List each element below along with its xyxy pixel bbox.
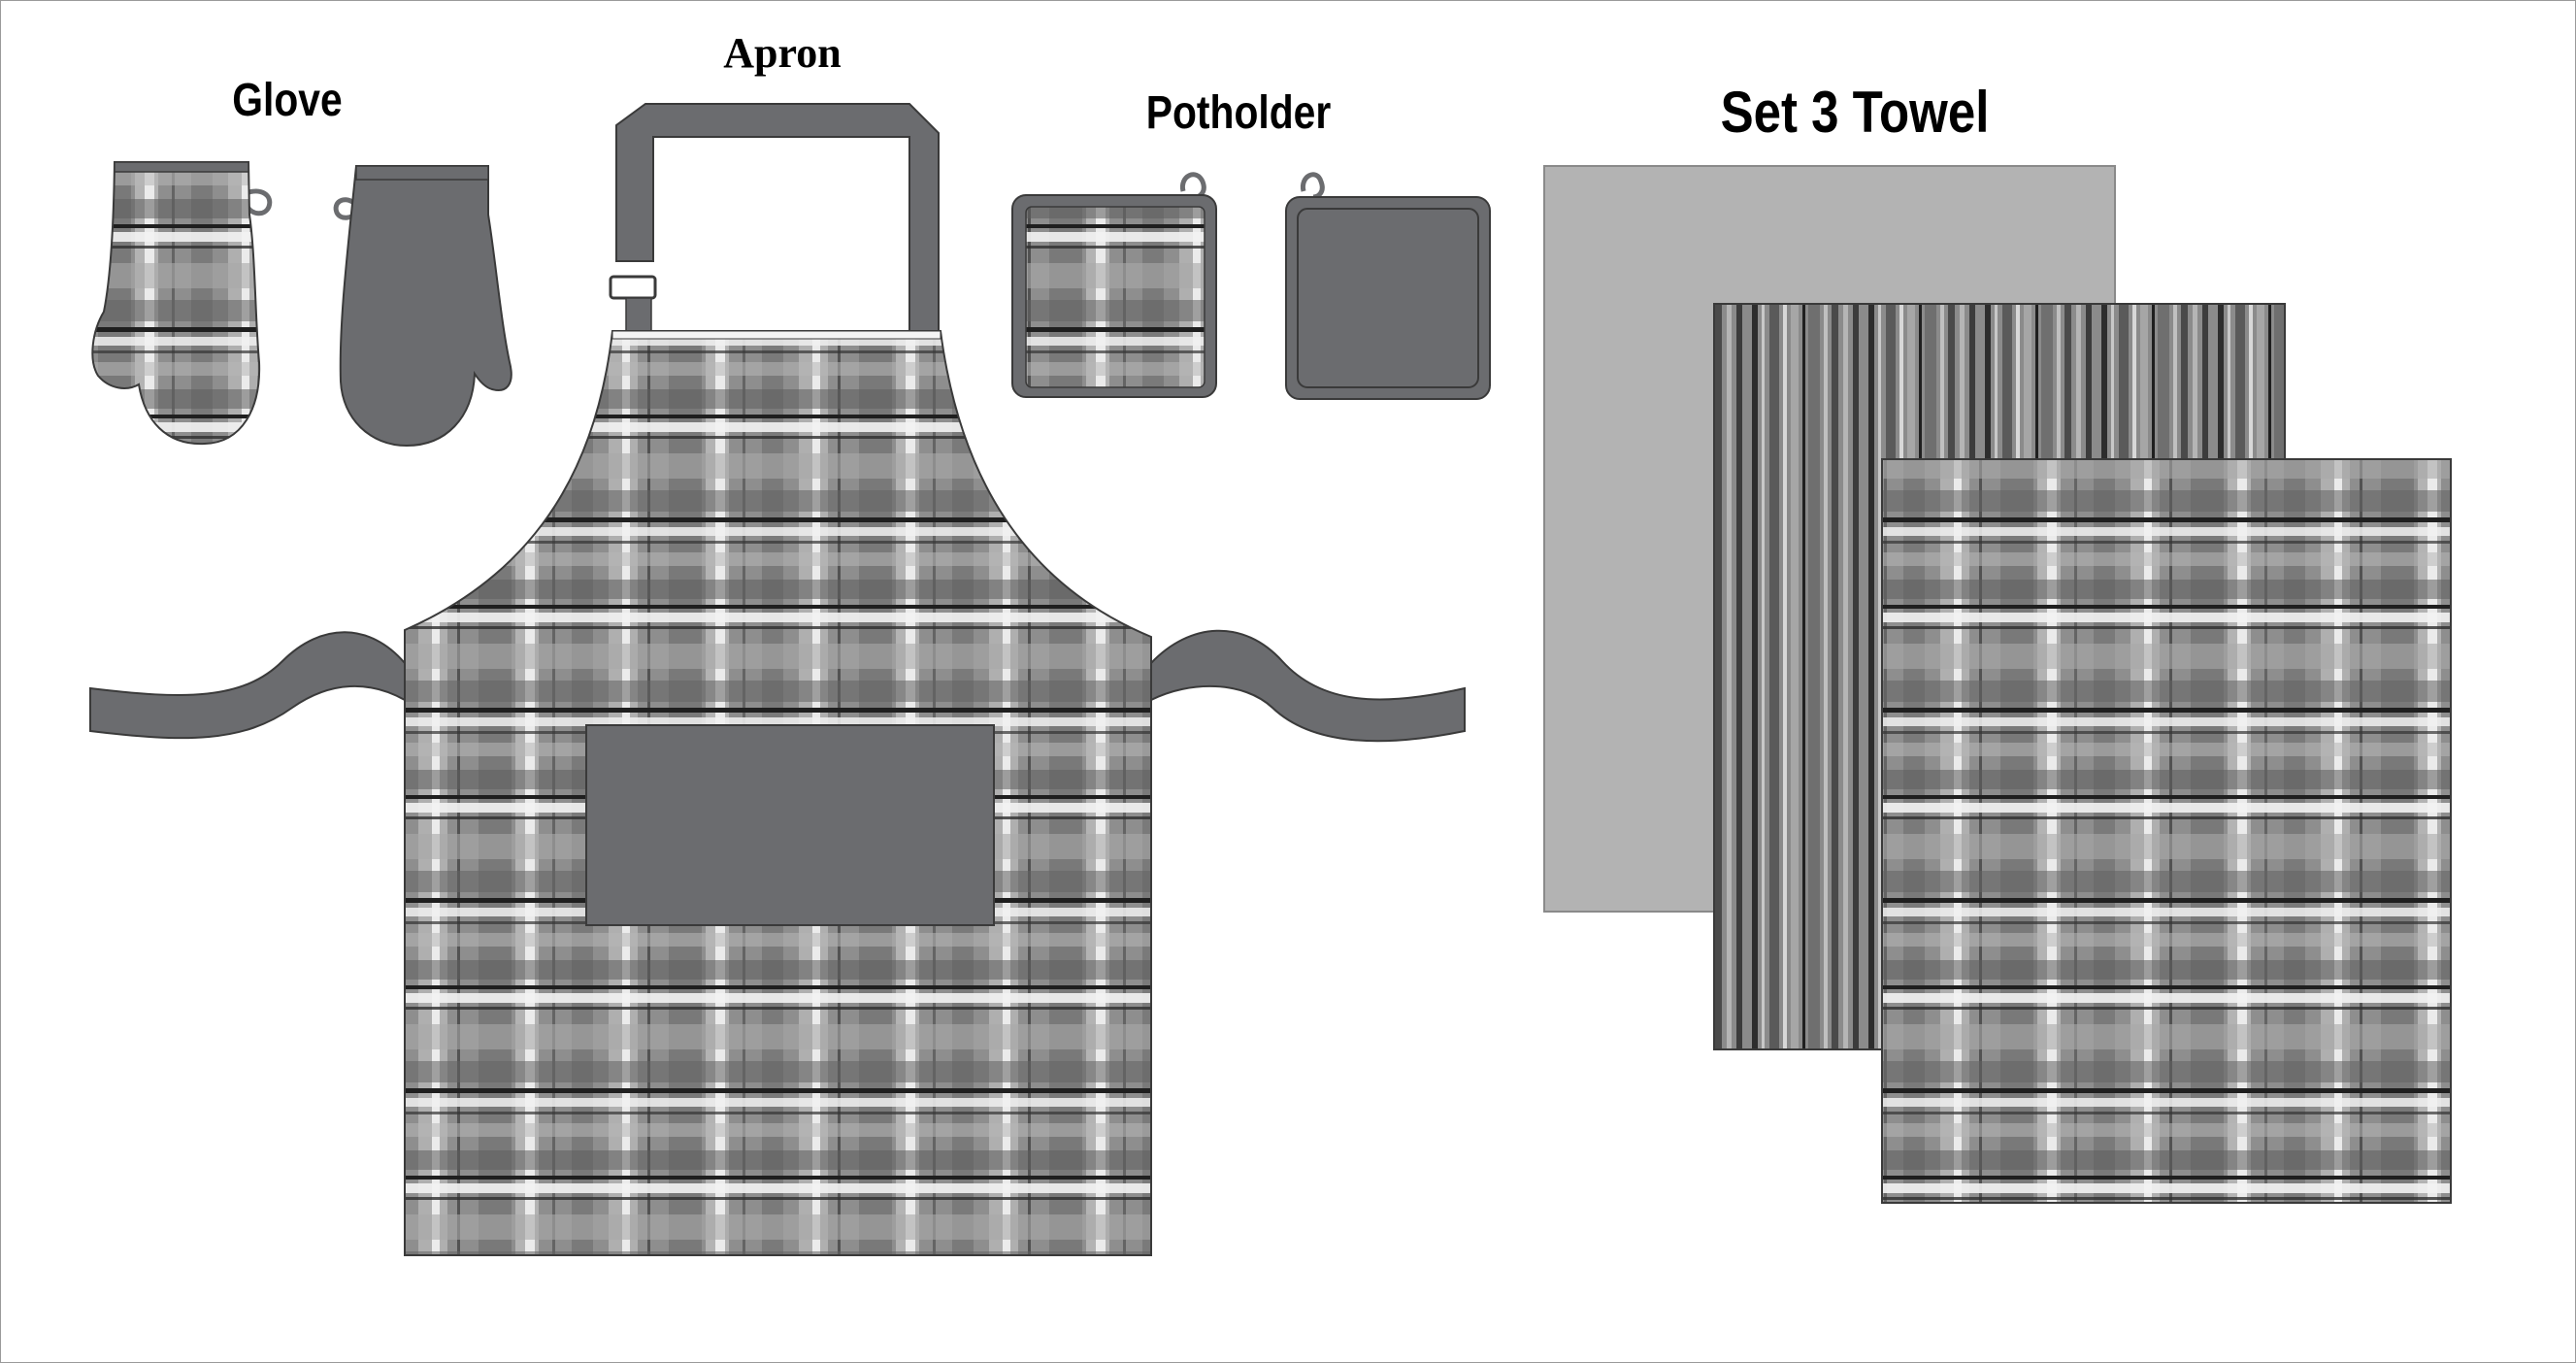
glove-plaid bbox=[91, 161, 273, 446]
apron-label: Apron bbox=[723, 29, 842, 77]
glove-label: Glove bbox=[232, 75, 343, 126]
potholder-label: Potholder bbox=[1145, 87, 1332, 139]
potholder-plaid bbox=[1011, 172, 1217, 398]
glove-solid bbox=[333, 165, 512, 448]
potholder-solid bbox=[1285, 172, 1491, 400]
apron-pocket bbox=[585, 724, 995, 926]
towel-plaid bbox=[1881, 458, 2452, 1204]
towel-set-label: Set 3 Towel bbox=[1720, 80, 1990, 145]
apron bbox=[89, 103, 1466, 1256]
